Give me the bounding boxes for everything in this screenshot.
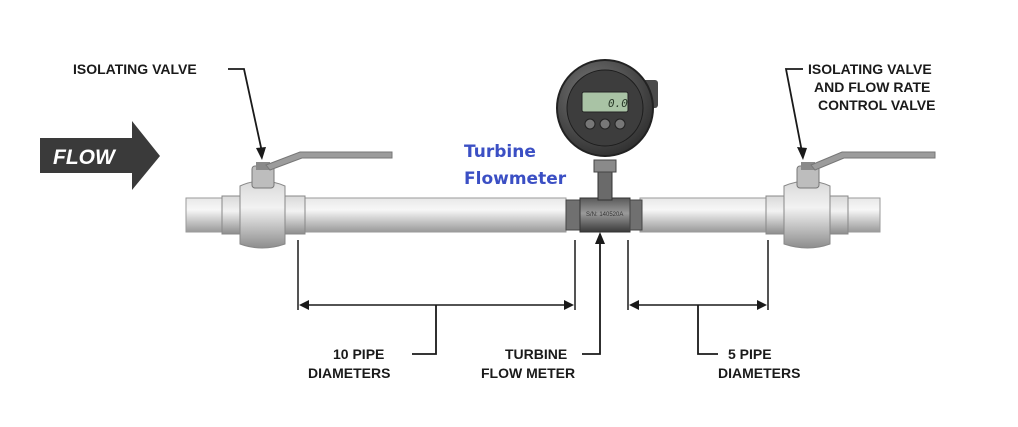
label-right-line1: ISOLATING VALVE bbox=[808, 61, 932, 77]
turbine-flowmeter-title-line1: Turbine bbox=[464, 142, 536, 162]
label-isolating-valve-left: ISOLATING VALVE bbox=[73, 61, 197, 77]
meter-head: 0.0 bbox=[556, 59, 658, 157]
label-upstream-line1: 10 PIPE bbox=[333, 346, 384, 362]
label-meter-line1: TURBINE bbox=[505, 346, 567, 362]
label-meter-line2: FLOW METER bbox=[481, 365, 575, 381]
meter-button-1 bbox=[584, 118, 596, 130]
dimension-downstream: 5 PIPE DIAMETERS bbox=[627, 240, 800, 381]
label-downstream-line2: DIAMETERS bbox=[718, 365, 800, 381]
turbine-meter-body: S/N: 140520A bbox=[565, 159, 643, 233]
isolating-valve-right bbox=[765, 151, 936, 249]
callout-isolating-valve-right: ISOLATING VALVE AND FLOW RATE CONTROL VA… bbox=[784, 61, 935, 160]
label-downstream-line1: 5 PIPE bbox=[728, 346, 772, 362]
meter-button-2 bbox=[599, 118, 611, 130]
isolating-valve-left bbox=[221, 151, 393, 249]
display-reading: 0.0 bbox=[608, 97, 628, 110]
label-right-line3: CONTROL VALVE bbox=[818, 97, 935, 113]
flow-arrow: FLOW bbox=[40, 121, 160, 190]
flow-label: FLOW bbox=[53, 146, 117, 169]
callout-turbine-meter: TURBINE FLOW METER bbox=[481, 232, 605, 381]
meter-serial: S/N: 140520A bbox=[586, 212, 623, 218]
label-right-line2: AND FLOW RATE bbox=[814, 79, 930, 95]
callout-isolating-valve-left: ISOLATING VALVE bbox=[73, 61, 266, 160]
dimension-upstream: 10 PIPE DIAMETERS bbox=[297, 240, 576, 381]
turbine-flowmeter-title-line2: Flowmeter bbox=[464, 169, 567, 189]
lcd-display bbox=[581, 91, 629, 113]
meter-button-3 bbox=[614, 118, 626, 130]
label-upstream-line2: DIAMETERS bbox=[308, 365, 390, 381]
